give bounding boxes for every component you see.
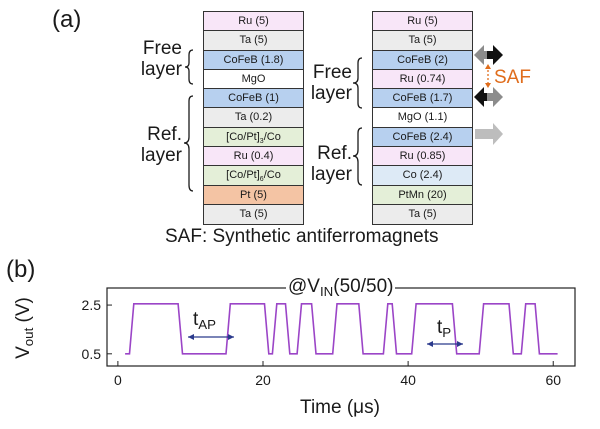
free-layer-lower-arrows-icon	[474, 87, 503, 107]
x-tick-label: 60	[545, 372, 561, 388]
panel-b-label: (b)	[6, 256, 36, 283]
t-ap-arrow-icon	[188, 334, 234, 340]
right-free-brace-icon	[352, 57, 363, 109]
left-stack-layer: [Co/Pt]3/Co	[204, 127, 303, 148]
x-tick-label: 20	[255, 372, 271, 388]
t-p-arrow-icon	[427, 341, 463, 347]
right-stack-layer: Ta (5)	[373, 31, 472, 51]
reference-layer-arrow-icon	[475, 123, 503, 145]
right-layer-stack: Ru (5)Ta (5)CoFeB (2)Ru (0.74)CoFeB (1.7…	[372, 11, 473, 226]
right-stack-layer: Ru (5)	[373, 12, 472, 32]
right-free-layer-label: Free layer	[310, 62, 352, 104]
left-stack-layer: Ru (0.4)	[204, 147, 303, 167]
left-stack-layer: [Co/Pt]6/Co	[204, 166, 303, 186]
right-stack-layer: Ru (0.85)	[373, 147, 472, 167]
left-stack-layer: Pt (5)	[204, 185, 303, 205]
right-stack-layer: MgO (1.1)	[373, 108, 472, 128]
y-tick-label: 0.5	[82, 346, 102, 362]
free-layer-upper-arrows-icon	[474, 45, 503, 65]
left-stack-layer: Ta (5)	[204, 204, 303, 225]
right-stack-layer: Ta (5)	[373, 204, 472, 225]
right-stack-layer: CoFeB (2.4)	[373, 127, 472, 148]
left-stack-layer: Ta (5)	[204, 31, 303, 51]
left-stack-layer: MgO	[204, 69, 303, 90]
saf-label: SAF	[494, 67, 531, 88]
t-ap-label: tAP	[193, 309, 217, 332]
saf-coupling-icon	[485, 64, 491, 88]
panel-a-label: (a)	[52, 6, 82, 33]
x-axis-label: Time (μs)	[300, 397, 380, 418]
x-tick-label: 40	[400, 372, 416, 388]
left-stack-layer: Ta (0.2)	[204, 108, 303, 128]
left-free-brace-icon	[184, 49, 194, 85]
vout-signal-line	[125, 302, 558, 355]
y-tick-label: 2.5	[82, 297, 102, 313]
right-stack-layer: CoFeB (2)	[373, 50, 472, 70]
left-free-layer-label: Free layer	[140, 38, 182, 80]
right-stack-layer: CoFeB (1.7)	[373, 89, 472, 109]
t-p-label: tP	[437, 317, 452, 340]
x-tick-label: 0	[114, 372, 122, 388]
left-ref-brace-icon	[183, 95, 194, 192]
right-stack-layer: PtMn (20)	[373, 185, 472, 205]
right-stack-layer: Co (2.4)	[373, 166, 472, 186]
left-stack-layer: CoFeB (1.8)	[204, 50, 303, 70]
right-stack-layer: Ru (0.74)	[373, 69, 472, 90]
plot-frame	[106, 287, 576, 367]
panel-a-decorations	[183, 45, 503, 192]
left-ref-layer-label: Ref. layer	[140, 124, 182, 166]
chart-annotation: @VIN(50/50)	[286, 276, 396, 299]
right-ref-brace-icon	[352, 127, 363, 186]
left-stack-layer: CoFeB (1)	[204, 89, 303, 109]
figure-caption: SAF: Synthetic antiferromagnets	[165, 226, 439, 247]
left-stack-layer: Ru (5)	[204, 12, 303, 32]
right-ref-layer-label: Ref. layer	[310, 143, 352, 185]
y-axis-label: Vout (V)	[13, 297, 36, 359]
